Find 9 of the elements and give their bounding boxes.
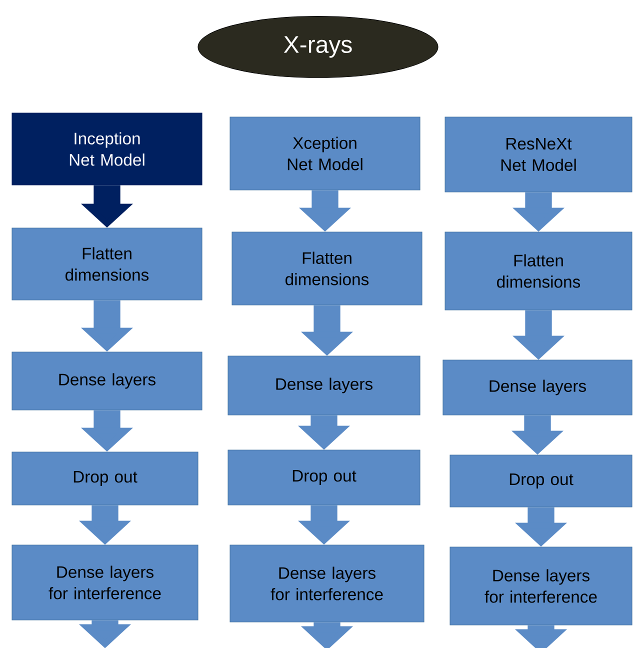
process-box: ResNeXt Net Model: [444, 116, 632, 192]
process-box: Drop out: [450, 454, 632, 508]
process-box: Inception Net Model: [12, 112, 202, 186]
process-box: Flatten dimensions: [12, 228, 202, 300]
process-box: Flatten dimensions: [444, 232, 632, 310]
process-box: Dense layers for interference: [450, 546, 632, 626]
ellipse-node: X-rays: [198, 16, 438, 78]
process-box: Xception Net Model: [230, 116, 420, 190]
process-box: Dense layers: [442, 360, 632, 416]
